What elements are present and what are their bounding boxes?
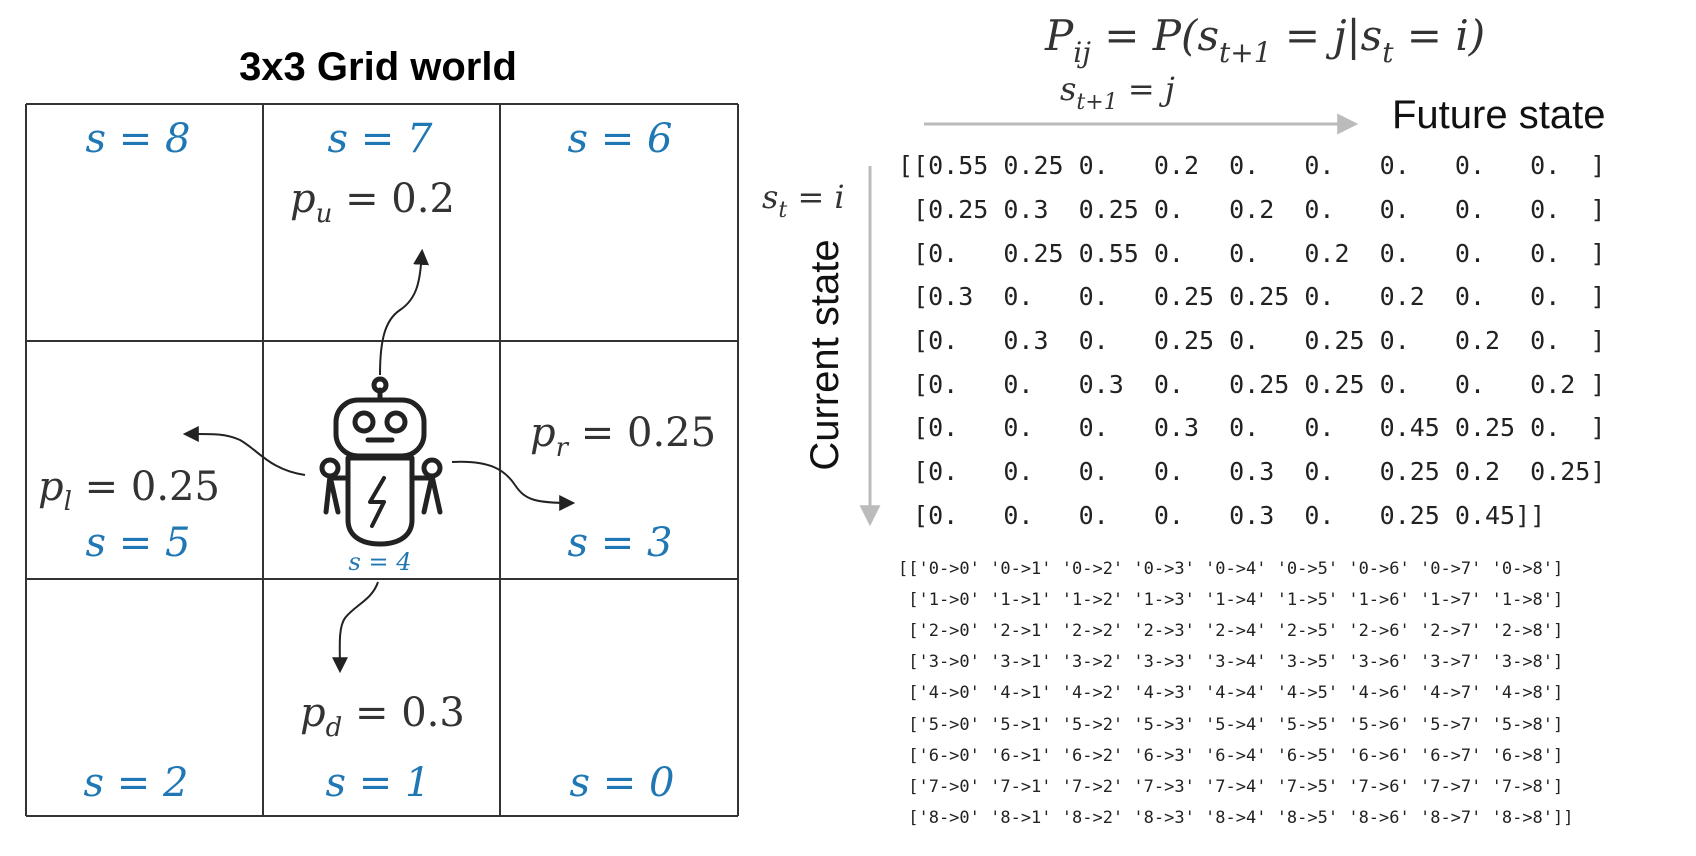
transition-row: ['5->0' '5->1' '5->2' '5->3' '5->4' '5->…: [898, 715, 1563, 735]
transition-matrix: [[0.55 0.25 0. 0.2 0. 0. 0. 0. 0. ] [0.2…: [898, 151, 1605, 530]
matrix-row: [0.3 0. 0. 0.25 0.25 0. 0.2 0. 0. ]: [898, 282, 1605, 311]
transition-index-matrix: [['0->0' '0->1' '0->2' '0->3' '0->4' '0-…: [898, 559, 1574, 828]
arrow-left: [182, 425, 306, 476]
matrix-row: [[0.55 0.25 0. 0.2 0. 0. 0. 0. 0. ]: [898, 151, 1605, 180]
transition-row: ['6->0' '6->1' '6->2' '6->3' '6->4' '6->…: [898, 746, 1563, 766]
arrow-down: [331, 581, 379, 674]
state-label-6: s = 6: [568, 116, 673, 162]
matrix-row: [0. 0.3 0. 0.25 0. 0.25 0. 0.2 0. ]: [898, 326, 1605, 355]
transition-row: ['3->0' '3->1' '3->2' '3->3' '3->4' '3->…: [898, 652, 1563, 672]
matrix-row: [0. 0. 0. 0. 0.3 0. 0.25 0.45]]: [898, 501, 1545, 530]
arrow-up: [379, 248, 430, 376]
prob-down-label: pd = 0.3: [300, 690, 465, 743]
transition-row: ['4->0' '4->1' '4->2' '4->3' '4->4' '4->…: [898, 683, 1563, 703]
future-state-label: Future state: [1392, 93, 1605, 137]
state-label-8: s = 8: [86, 116, 191, 162]
matrix-row: [0. 0. 0. 0. 0.3 0. 0.25 0.2 0.25]: [898, 457, 1605, 486]
matrix-row: [0. 0. 0. 0.3 0. 0. 0.45 0.25 0. ]: [898, 413, 1605, 442]
prob-right-label: pr = 0.25: [530, 410, 716, 463]
state-label-1: s = 1: [326, 760, 431, 806]
grid-title: 3x3 Grid world: [239, 45, 517, 89]
future-variable: st+1 = j: [1060, 70, 1175, 115]
state-label-0: s = 0: [570, 760, 675, 806]
matrix-row: [0. 0. 0.3 0. 0.25 0.25 0. 0. 0.2 ]: [898, 370, 1605, 399]
current-variable: st = i: [762, 178, 845, 223]
transition-row: [['0->0' '0->1' '0->2' '0->3' '0->4' '0-…: [898, 559, 1563, 579]
state-label-5: s = 5: [86, 520, 191, 566]
transition-row: ['8->0' '8->1' '8->2' '8->3' '8->4' '8->…: [898, 808, 1574, 828]
transition-row: ['1->0' '1->1' '1->2' '1->3' '1->4' '1->…: [898, 590, 1563, 610]
robot-icon: [319, 376, 443, 547]
current-state-label: Current state: [803, 239, 847, 470]
transition-formula: Pij = P(st+1 = j|st = i): [1044, 11, 1485, 69]
matrix-row: [0. 0.25 0.55 0. 0. 0.2 0. 0. 0. ]: [898, 239, 1605, 268]
state-label-3: s = 3: [568, 520, 673, 566]
transition-row: ['7->0' '7->1' '7->2' '7->3' '7->4' '7->…: [898, 777, 1563, 797]
matrix-row: [0.25 0.3 0.25 0. 0.2 0. 0. 0. 0. ]: [898, 195, 1605, 224]
transition-row: ['2->0' '2->1' '2->2' '2->3' '2->4' '2->…: [898, 621, 1563, 641]
state-label-4: s = 4: [349, 548, 412, 576]
prob-left-label: pl = 0.25: [38, 464, 220, 517]
grid-lines: [25, 103, 739, 817]
arrow-right: [451, 460, 576, 511]
state-label-7: s = 7: [328, 116, 433, 162]
prob-up-label: pu = 0.2: [290, 176, 455, 229]
state-label-2: s = 2: [84, 760, 189, 806]
